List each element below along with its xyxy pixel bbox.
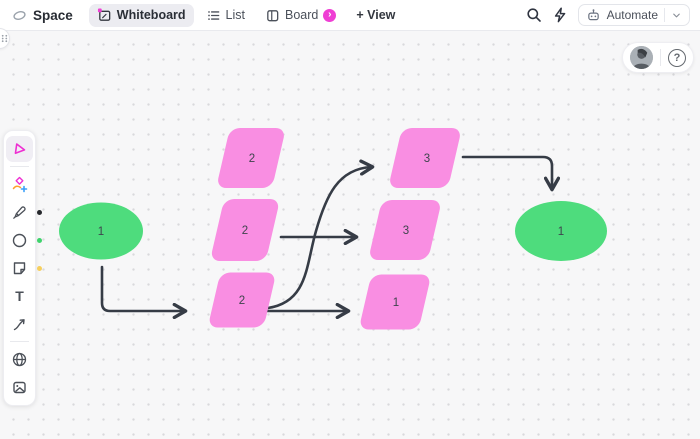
drag-dots-icon	[1, 34, 7, 43]
tool-sticky-note[interactable]	[6, 255, 42, 281]
shape-color-indicator	[37, 237, 42, 243]
automate-label: Automate	[606, 8, 658, 22]
tab-board-label: Board	[284, 8, 319, 22]
edge-start-to-2bottom[interactable]	[100, 265, 184, 311]
node-label: 2	[239, 295, 245, 307]
whiteboard-icon	[97, 7, 111, 21]
tool-connector[interactable]	[6, 311, 33, 337]
list-icon	[207, 10, 219, 20]
globe-icon	[12, 352, 27, 366]
diagram-layer: 1 2 2 2 3 3 1 1	[59, 128, 607, 330]
user-pill: ?	[622, 42, 694, 73]
help-button[interactable]: ?	[668, 48, 686, 67]
tab-whiteboard[interactable]: Whiteboard	[88, 3, 194, 27]
node-start-ellipse[interactable]	[59, 202, 143, 260]
node-end-ellipse[interactable]	[515, 201, 607, 261]
tool-embed[interactable]	[6, 346, 33, 372]
node-step-2-middle[interactable]	[210, 199, 280, 261]
shapes-icon	[12, 176, 28, 192]
tool-divider	[10, 341, 29, 342]
search-icon	[527, 8, 541, 22]
tool-divider	[10, 166, 29, 167]
tool-select[interactable]	[6, 136, 33, 162]
space-icon	[13, 10, 26, 20]
automate-button[interactable]: Automate	[577, 4, 690, 26]
tab-whiteboard-label: Whiteboard	[116, 8, 186, 22]
automations-quick-button[interactable]	[553, 7, 567, 23]
image-icon	[13, 381, 26, 393]
node-step-2-bottom[interactable]	[208, 272, 277, 328]
tool-shape-ellipse[interactable]	[6, 227, 42, 253]
tool-image[interactable]	[6, 374, 33, 400]
tab-list[interactable]: List	[198, 4, 253, 27]
whiteboard-canvas[interactable]: ? 1 2 2 2 3 3	[0, 28, 700, 439]
edge-3top-to-end[interactable]	[461, 155, 552, 188]
breadcrumb-space[interactable]: Space	[12, 8, 73, 23]
automate-divider	[664, 8, 665, 22]
chevron-down-icon[interactable]	[671, 10, 682, 21]
circle-icon	[12, 233, 27, 247]
view-tabs: Whiteboard List Board ›	[88, 3, 404, 27]
tool-shapes[interactable]	[6, 171, 33, 197]
lightning-icon	[554, 7, 565, 23]
whiteboard-tool-panel: T	[3, 130, 42, 406]
cursor-icon	[14, 142, 26, 154]
node-step-1-middle[interactable]	[359, 274, 432, 330]
avatar[interactable]	[630, 46, 653, 69]
tab-list-label: List	[225, 8, 245, 22]
node-step-3-top[interactable]	[388, 128, 462, 188]
tab-board[interactable]: Board ›	[257, 4, 344, 27]
tool-marker[interactable]	[6, 199, 42, 225]
node-label: 2	[242, 225, 248, 237]
topbar: Space Whiteboard List	[0, 0, 700, 31]
pill-divider	[660, 49, 661, 66]
node-step-2-top[interactable]	[216, 128, 286, 188]
sticky-color-indicator	[37, 265, 42, 271]
whiteboard-notification-dot	[97, 7, 102, 12]
node-label: 2	[249, 153, 255, 165]
node-label: 1	[98, 226, 104, 238]
tool-text[interactable]: T	[6, 283, 33, 309]
board-icon	[267, 9, 279, 21]
node-label: 3	[424, 153, 430, 165]
search-button[interactable]	[526, 7, 542, 23]
connector-icon	[13, 318, 25, 330]
edge-2bottom-to-3top[interactable]	[266, 167, 371, 310]
text-tool-icon: T	[15, 288, 24, 304]
node-label: 3	[403, 225, 409, 237]
add-view-label: + View	[356, 8, 396, 22]
node-step-3-middle[interactable]	[368, 200, 442, 260]
marker-color-indicator	[37, 209, 42, 215]
marker-icon	[13, 205, 26, 219]
sticky-note-icon	[13, 261, 26, 274]
board-badge[interactable]: ›	[323, 8, 337, 22]
robot-icon	[587, 9, 599, 21]
add-view-button[interactable]: + View	[348, 4, 403, 26]
node-label: 1	[393, 297, 399, 309]
node-label: 1	[558, 226, 564, 238]
space-label: Space	[33, 7, 73, 23]
